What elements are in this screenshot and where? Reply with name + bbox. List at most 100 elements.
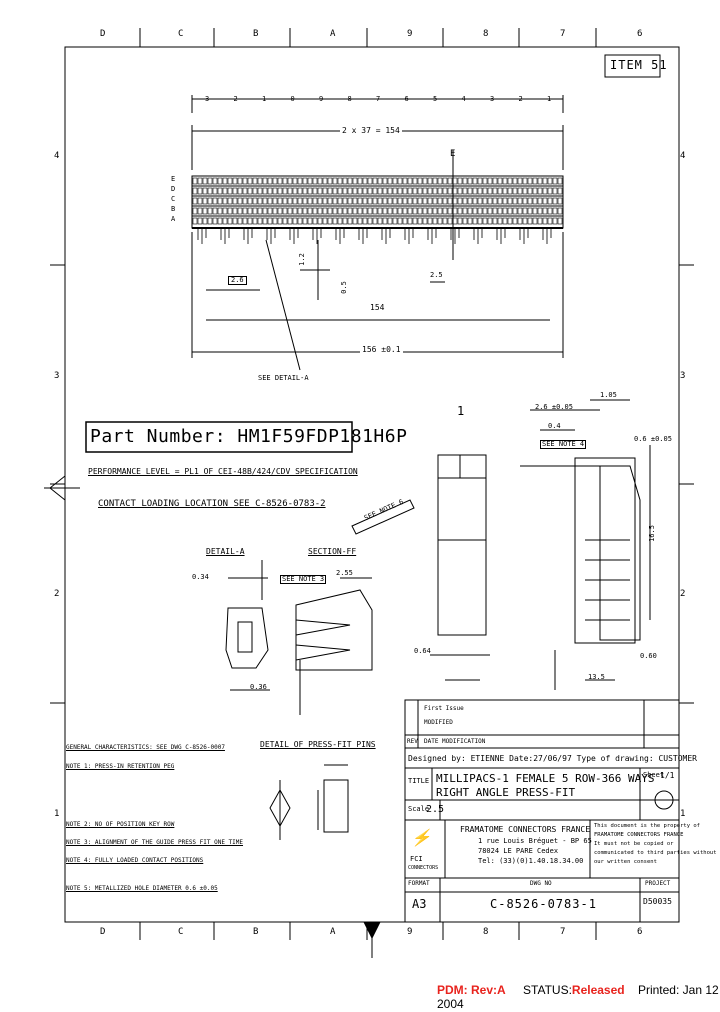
contact-cell bbox=[492, 217, 498, 225]
contact-cell bbox=[417, 177, 423, 185]
contact-cell bbox=[212, 197, 218, 205]
contact-cell bbox=[397, 177, 403, 185]
contact-cell bbox=[332, 197, 338, 205]
scale-number: 7 bbox=[376, 95, 381, 103]
contact-cell bbox=[277, 217, 283, 225]
contact-cell bbox=[497, 187, 503, 195]
contact-cell bbox=[362, 187, 368, 195]
contact-cell bbox=[557, 207, 563, 215]
contact-cell bbox=[352, 197, 358, 205]
contact-cell bbox=[362, 207, 368, 215]
contact-cell bbox=[322, 217, 328, 225]
property-line: It must not be copied or bbox=[594, 841, 674, 847]
bottom-zone-letter: 8 bbox=[483, 927, 489, 937]
contact-cell bbox=[447, 207, 453, 215]
address-line: Tel: (33)(0)1.40.18.34.00 bbox=[478, 857, 584, 865]
format-label: FORMAT bbox=[408, 880, 430, 887]
contact-cell bbox=[437, 217, 443, 225]
bottom-zone-letter: B bbox=[253, 927, 259, 937]
top-zone-letter: 7 bbox=[560, 29, 566, 39]
contact-cell bbox=[477, 197, 483, 205]
contact-cell bbox=[267, 187, 273, 195]
contact-cell bbox=[277, 187, 283, 195]
contact-cell bbox=[422, 177, 428, 185]
contact-cell bbox=[502, 177, 508, 185]
contact-cell bbox=[217, 177, 223, 185]
contact-cell bbox=[472, 207, 478, 215]
contact-cell bbox=[527, 187, 533, 195]
contact-cell bbox=[337, 207, 343, 215]
contact-cell bbox=[232, 177, 238, 185]
contact-cell bbox=[377, 187, 383, 195]
contact-cell bbox=[342, 197, 348, 205]
contact-cell bbox=[212, 187, 218, 195]
contact-cell bbox=[202, 217, 208, 225]
contact-cell bbox=[442, 177, 448, 185]
contact-cell bbox=[412, 187, 418, 195]
contact-cell bbox=[372, 207, 378, 215]
contact-cell bbox=[412, 217, 418, 225]
contact-cell bbox=[467, 187, 473, 195]
contact-cell bbox=[257, 197, 263, 205]
contact-cell bbox=[207, 217, 213, 225]
contact-cell bbox=[262, 187, 268, 195]
contact-cell bbox=[337, 217, 343, 225]
contact-cell bbox=[497, 197, 503, 205]
dim-16-5: 16.5 bbox=[647, 525, 656, 542]
revision-desc: First Issue bbox=[424, 705, 464, 712]
contact-cell bbox=[402, 187, 408, 195]
contact-cell bbox=[557, 177, 563, 185]
contact-cell bbox=[287, 207, 293, 215]
contact-cell bbox=[277, 177, 283, 185]
contact-cell bbox=[492, 197, 498, 205]
contact-cell bbox=[332, 187, 338, 195]
contact-cell bbox=[407, 217, 413, 225]
contact-cell bbox=[537, 177, 543, 185]
contact-cell bbox=[282, 207, 288, 215]
contact-cell bbox=[282, 217, 288, 225]
contact-cell bbox=[322, 187, 328, 195]
left-zone-number: 1 bbox=[54, 809, 60, 819]
contact-cell bbox=[417, 187, 423, 195]
contact-cell bbox=[557, 197, 563, 205]
contact-cell bbox=[237, 197, 243, 205]
contact-cell bbox=[237, 217, 243, 225]
contact-cell bbox=[327, 207, 333, 215]
dim-2-55: 2.55 bbox=[336, 569, 353, 577]
see-detail-a-callout: SEE DETAIL-A bbox=[258, 374, 309, 382]
contact-cell bbox=[232, 187, 238, 195]
contact-cell bbox=[192, 177, 198, 185]
contact-cell bbox=[457, 187, 463, 195]
contact-cell bbox=[412, 197, 418, 205]
press-fit-tail bbox=[450, 228, 460, 244]
note-item: NOTE 1: PRESS-IN RETENTION PEG bbox=[66, 763, 175, 770]
contact-cell bbox=[222, 207, 228, 215]
contact-cell bbox=[347, 217, 353, 225]
contact-cell bbox=[457, 197, 463, 205]
note-item: NOTE 3: ALIGNMENT OF THE GUIDE PRESS FIT… bbox=[66, 839, 244, 846]
note-item: NOTE 4: FULLY LOADED CONTACT POSITIONS bbox=[66, 857, 204, 864]
contact-cell bbox=[462, 217, 468, 225]
contact-cell bbox=[537, 207, 543, 215]
contact-cell bbox=[242, 197, 248, 205]
contact-cell bbox=[482, 197, 488, 205]
contact-cell bbox=[242, 187, 248, 195]
contact-cell bbox=[487, 197, 493, 205]
contact-cell bbox=[417, 217, 423, 225]
contact-cell bbox=[222, 197, 228, 205]
contact-cell bbox=[247, 187, 253, 195]
contact-cell bbox=[422, 217, 428, 225]
contact-cell bbox=[367, 217, 373, 225]
contact-cell bbox=[287, 177, 293, 185]
contact-cell bbox=[407, 197, 413, 205]
scale-number: 3 bbox=[490, 95, 495, 103]
inner-length-dim: 154 bbox=[370, 303, 385, 312]
contact-cell bbox=[412, 177, 418, 185]
contact-cell bbox=[502, 197, 508, 205]
contact-cell bbox=[522, 207, 528, 215]
contact-cell bbox=[232, 197, 238, 205]
top-zone-letter: D bbox=[100, 29, 106, 39]
detail-press-label: DETAIL OF PRESS-FIT PINS bbox=[260, 740, 376, 749]
top-zone-letter: 9 bbox=[407, 29, 413, 39]
contact-cell bbox=[392, 207, 398, 215]
